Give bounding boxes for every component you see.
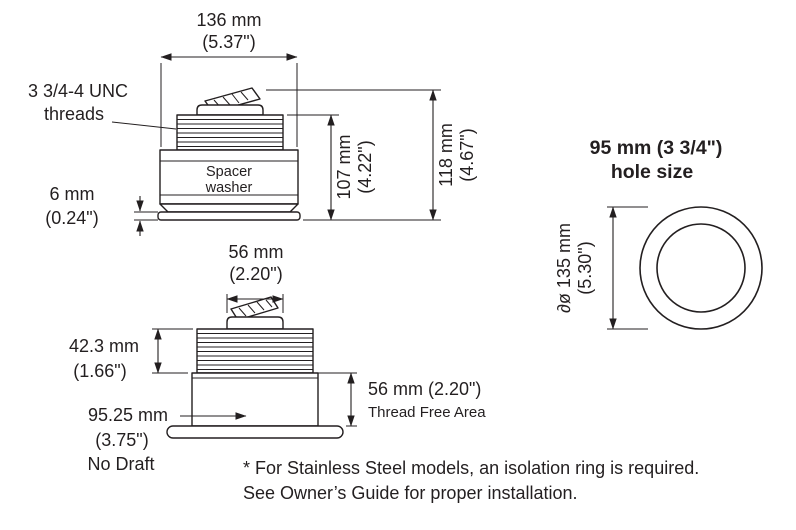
- thread-lines: [177, 119, 283, 147]
- hole-outer-circle: [639, 206, 763, 330]
- hole-view-drawing: 95 mm (3 3/4") hole size ∂ø 135 mm (5.30…: [554, 137, 763, 330]
- thread-free-label: Thread Free Area: [368, 404, 486, 421]
- tilted-view-dimensions: 56 mm (2.20") 42.3 mm (1.66") 95.25 mm (…: [69, 242, 486, 474]
- thread-length-in: (1.66"): [73, 361, 126, 381]
- threads-label-line2: threads: [44, 104, 104, 124]
- dia-mm: ∂ø 135 mm: [554, 223, 574, 313]
- dia-in: (5.30"): [575, 241, 595, 294]
- hole-inner-circle: [656, 223, 746, 313]
- hole-size-title-line2: hole size: [611, 161, 694, 183]
- tilted-view-drawing: [166, 296, 344, 439]
- h118-in: (4.67"): [457, 128, 477, 181]
- footnote-line2: See Owner’s Guide for proper installatio…: [243, 483, 578, 503]
- tilt-tab-hatch: [238, 299, 273, 317]
- side-view-drawing: Spacer washer: [157, 87, 301, 221]
- no-draft-in: (3.75"): [95, 430, 148, 450]
- no-draft-mm: 95.25 mm: [88, 405, 168, 425]
- h107-mm: 107 mm: [334, 134, 354, 199]
- thread-free-mm: 56 mm (2.20"): [368, 379, 481, 399]
- thread-length-mm: 42.3 mm: [69, 336, 139, 356]
- spacer-washer-label-line2: washer: [205, 180, 253, 196]
- stem-cap: [226, 316, 284, 330]
- no-draft-label: No Draft: [87, 454, 154, 474]
- stem-cap: [196, 104, 264, 116]
- thread-lines: [197, 333, 313, 370]
- stem-width-in: (2.20"): [229, 264, 282, 284]
- base-thickness-in: (0.24"): [45, 208, 98, 228]
- threads-label-line1: 3 3/4-4 UNC: [28, 81, 128, 101]
- h107-in: (4.22"): [355, 140, 375, 193]
- stem-width-mm: 56 mm: [228, 242, 283, 262]
- threads-leader-line: [111, 121, 177, 130]
- footnote: * For Stainless Steel models, an isolati…: [243, 458, 699, 503]
- hole-size-title-line1: 95 mm (3 3/4"): [590, 137, 723, 159]
- flange: [166, 425, 344, 439]
- h118-mm: 118 mm: [436, 123, 456, 187]
- housing-body: [191, 372, 319, 427]
- width-dim-mm: 136 mm: [196, 10, 261, 30]
- base-thickness-mm: 6 mm: [50, 184, 95, 204]
- housing-neck: [159, 203, 299, 213]
- side-view-dimensions: 136 mm (5.37") 3 3/4-4 UNC threads 6 mm …: [28, 10, 477, 236]
- spacer-washer-label-line1: Spacer: [206, 164, 252, 180]
- base-disc: [157, 211, 301, 221]
- width-dim-in: (5.37"): [202, 32, 255, 52]
- footnote-line1: * For Stainless Steel models, an isolati…: [243, 458, 699, 478]
- tilt-tab-hatch: [213, 91, 249, 109]
